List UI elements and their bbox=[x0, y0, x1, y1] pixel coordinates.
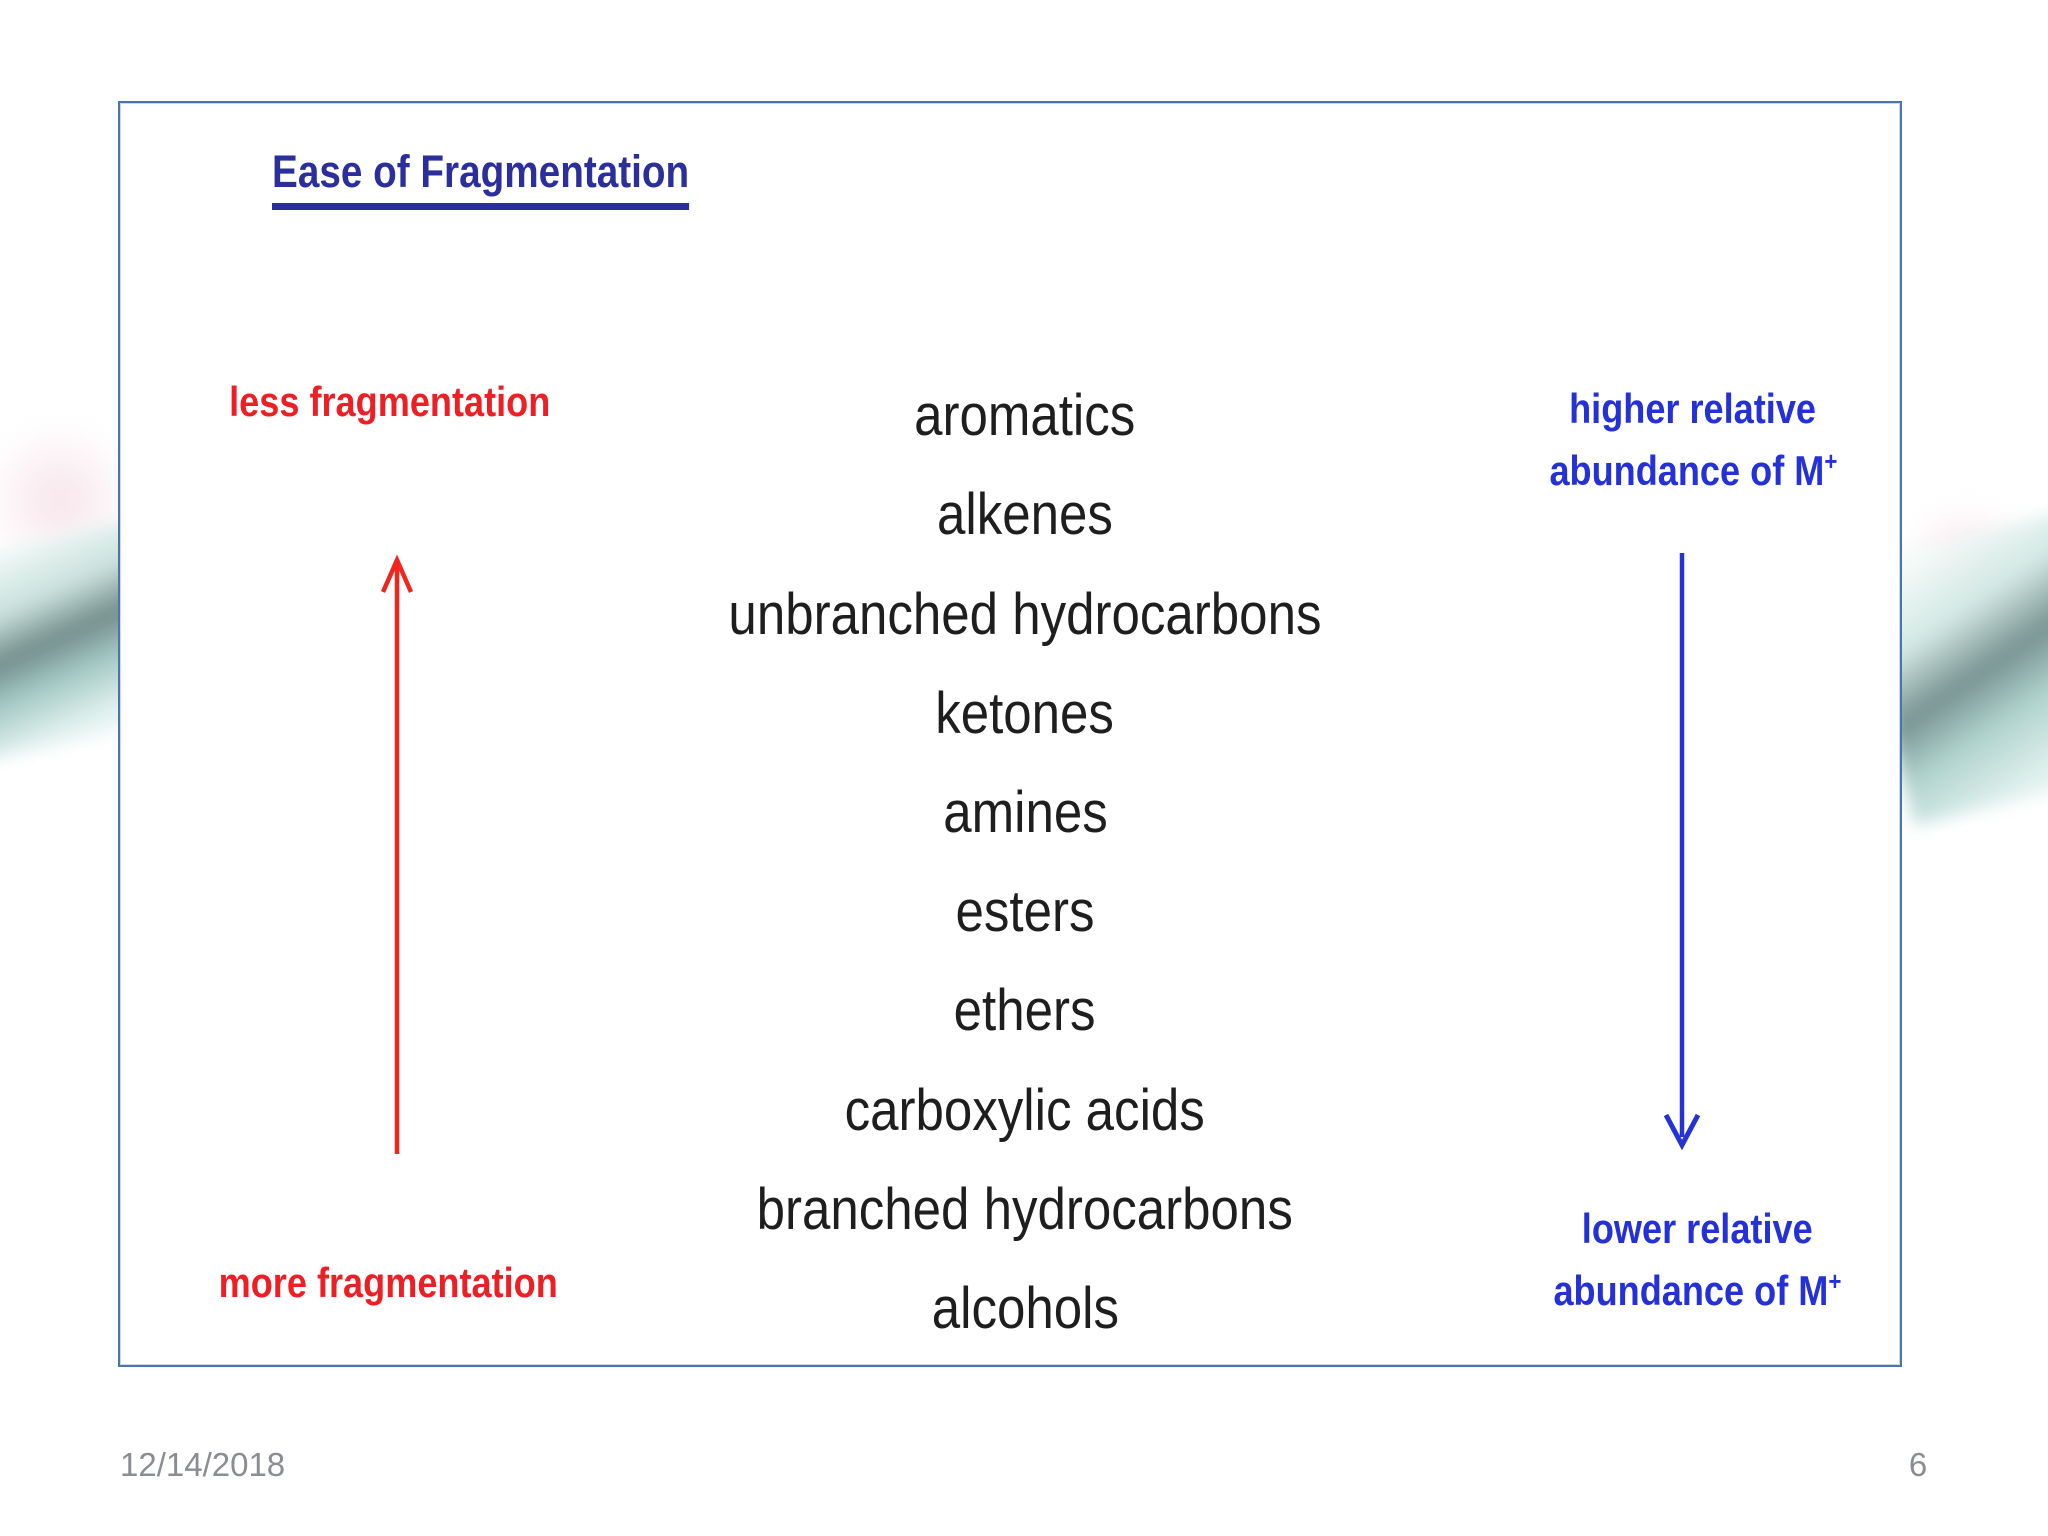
footer-date: 12/14/2018 bbox=[120, 1446, 286, 1483]
label-lower-abundance: lower relative abundance of M+ bbox=[1553, 1205, 1841, 1314]
list-item: ethers bbox=[954, 978, 1096, 1044]
label-less-fragmentation: less fragmentation bbox=[229, 378, 551, 425]
background-photo-right-pink bbox=[1898, 500, 2038, 630]
list-item: unbranched hydrocarbons bbox=[728, 581, 1322, 647]
compound-list: aromatics alkenes unbranched hydrocarbon… bbox=[515, 366, 1535, 1358]
list-item: alcohols bbox=[931, 1275, 1119, 1341]
list-item: carboxylic acids bbox=[844, 1077, 1206, 1143]
slide-title-text: Ease of Fragmentation bbox=[272, 146, 690, 210]
m-plus-superscript: + bbox=[1827, 1266, 1841, 1296]
list-item: alkenes bbox=[937, 482, 1113, 548]
label-more-fragmentation: more fragmentation bbox=[218, 1259, 558, 1306]
slide-title: Ease of Fragmentation bbox=[272, 146, 757, 210]
m-plus-superscript: + bbox=[1823, 446, 1837, 476]
slide-frame bbox=[118, 101, 1902, 1367]
footer-page-number: 6 bbox=[1908, 1446, 1928, 1483]
list-item: ketones bbox=[935, 680, 1115, 746]
list-item: aromatics bbox=[914, 383, 1136, 449]
up-arrow-icon bbox=[380, 554, 414, 1154]
list-item: esters bbox=[955, 879, 1095, 945]
label-higher-abundance: higher relative abundance of M+ bbox=[1549, 385, 1837, 494]
down-arrow-icon bbox=[1663, 553, 1701, 1151]
list-item: branched hydrocarbons bbox=[756, 1176, 1294, 1242]
list-item: amines bbox=[942, 779, 1108, 845]
